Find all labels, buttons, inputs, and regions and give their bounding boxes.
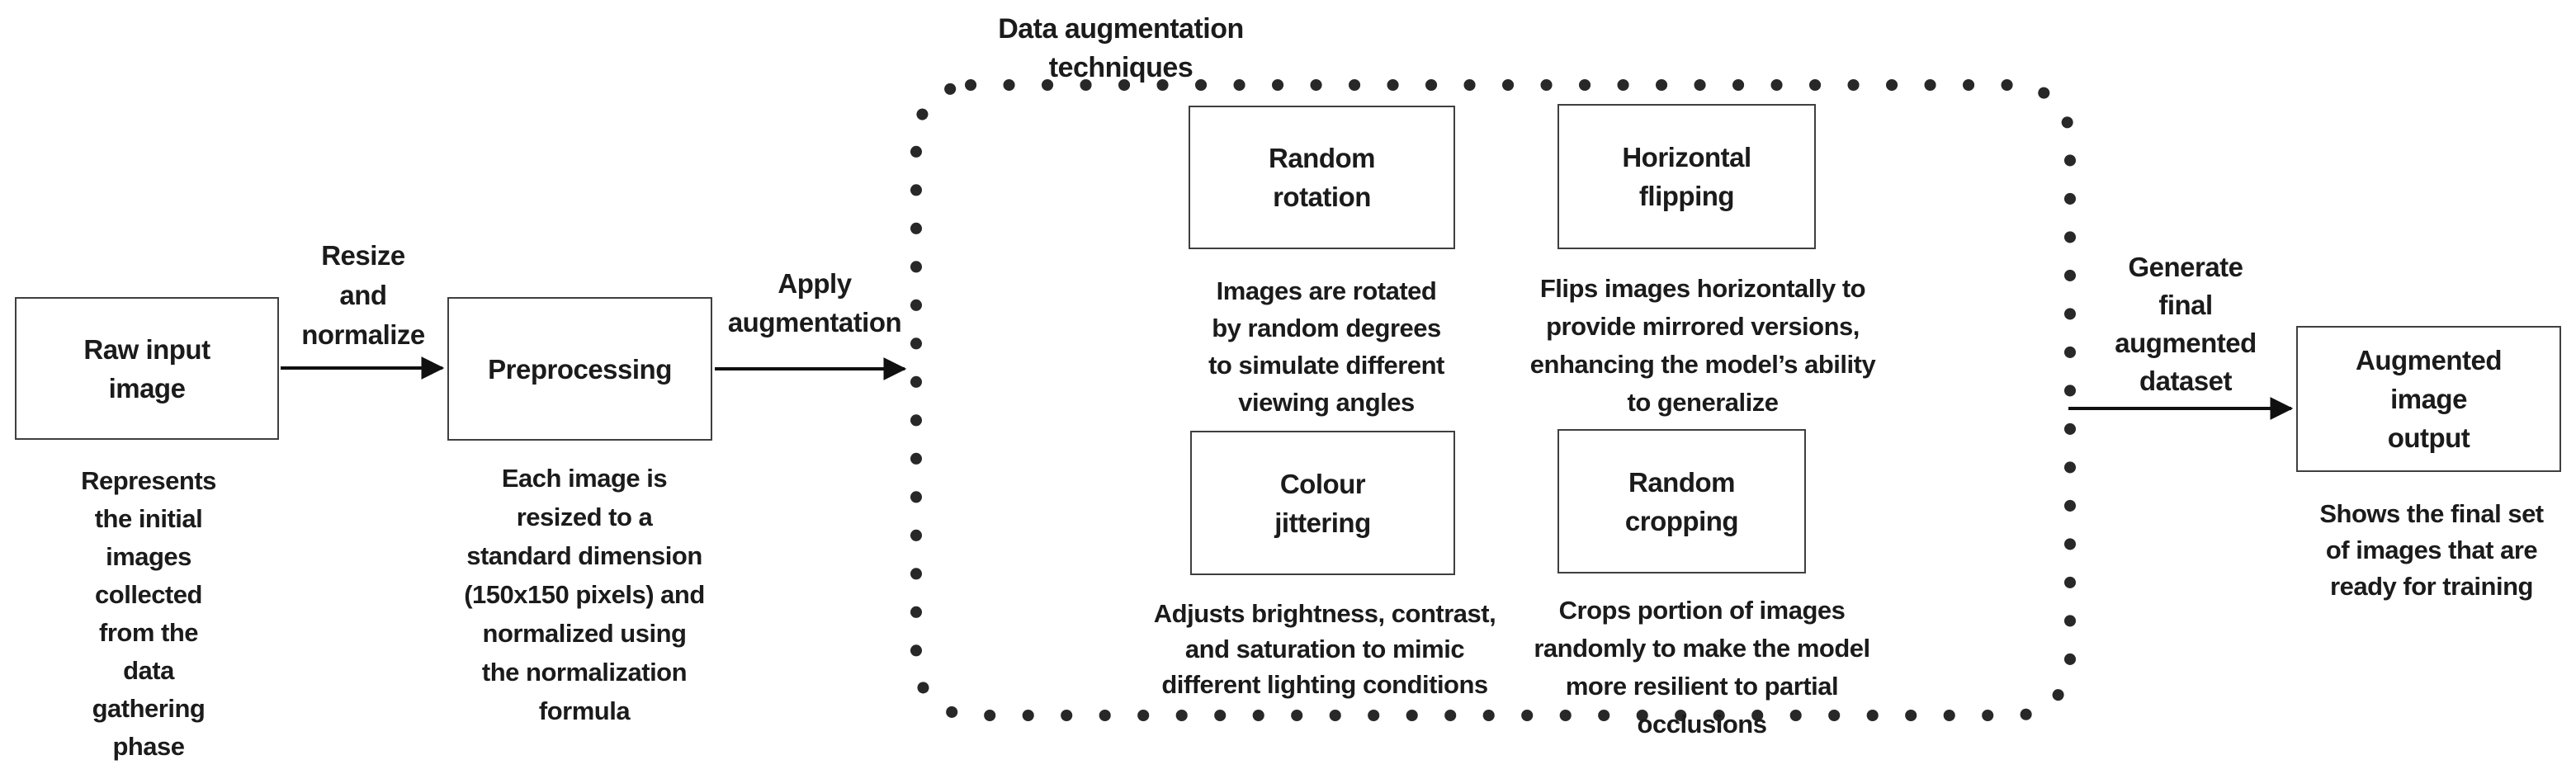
node-horizontal-flipping: Horizontal flipping <box>1557 104 1816 249</box>
augmented-output-description: Shows the final set of images that are r… <box>2319 499 2544 601</box>
group-title-data-augmentation-techniques: Data augmentation techniques <box>998 13 1244 83</box>
raw-input-description: Represents the initial images collected … <box>81 466 216 761</box>
node-random-cropping: Random cropping <box>1557 429 1806 573</box>
horizontal-flipping-description: Flips images horizontally to provide mir… <box>1529 274 1876 417</box>
node-augmented-image-output: Augmented image output <box>2296 326 2561 472</box>
node-raw-input-image: Raw input image <box>15 297 279 440</box>
node-colour-jittering: Colour jittering <box>1190 431 1455 575</box>
edge-label-generate-final-augmented-dataset: Generate final augmented dataset <box>2115 252 2257 396</box>
colour-jittering-description: Adjusts brightness, contrast, and satura… <box>1153 599 1496 699</box>
random-rotation-description: Images are rotated by random degrees to … <box>1208 276 1444 417</box>
random-cropping-description: Crops portion of images randomly to make… <box>1534 596 1870 739</box>
node-preprocessing: Preprocessing <box>447 297 712 441</box>
edge-label-apply-augmentation: Apply augmentation <box>727 268 902 337</box>
preprocessing-description: Each image is resized to a standard dime… <box>464 464 705 725</box>
node-random-rotation: Random rotation <box>1189 106 1455 249</box>
edge-label-resize-and-normalize: Resize and normalize <box>301 240 425 350</box>
